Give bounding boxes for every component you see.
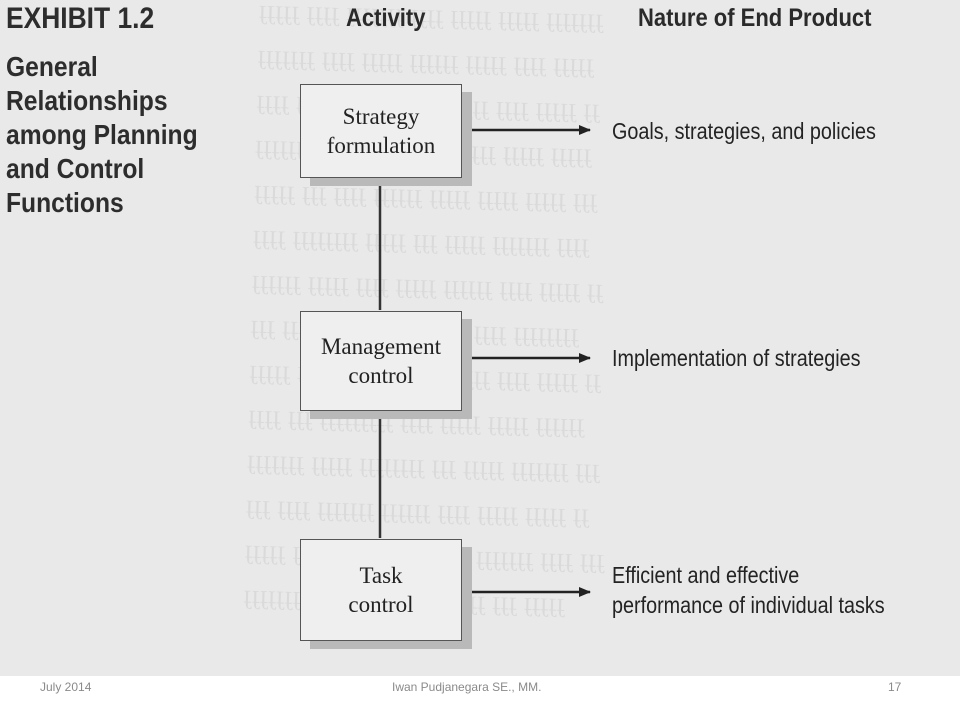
box-label-line: control bbox=[348, 592, 414, 617]
exhibit-title-line: General bbox=[6, 51, 98, 82]
diagram-connectors bbox=[378, 125, 591, 597]
exhibit-title-line: Functions bbox=[6, 187, 124, 218]
box-label-line: Strategy bbox=[342, 104, 420, 129]
box-label-line: Task bbox=[359, 563, 403, 588]
box-label-line: Management bbox=[320, 334, 442, 359]
exhibit-title: EXHIBIT 1.2 General Relationships among … bbox=[6, 2, 226, 220]
activity-column-header: Activity bbox=[346, 4, 426, 32]
task-product: Efficient and effective performance of i… bbox=[612, 560, 885, 620]
task-control-box: Task control bbox=[300, 539, 462, 641]
strategy-formulation-box: Strategy formulation bbox=[300, 84, 462, 178]
box-label-line: formulation bbox=[326, 133, 436, 158]
product-column-header: Nature of End Product bbox=[638, 4, 872, 32]
footer-date: July 2014 bbox=[40, 680, 92, 694]
exhibit-title-line: and Control bbox=[6, 153, 145, 184]
product-line: performance of individual tasks bbox=[612, 592, 885, 618]
product-line: Efficient and effective bbox=[612, 562, 800, 588]
strategy-product: Goals, strategies, and policies bbox=[612, 116, 876, 146]
product-line: Implementation of strategies bbox=[612, 345, 861, 371]
footer-page-number: 17 bbox=[888, 680, 902, 694]
product-line: Goals, strategies, and policies bbox=[612, 118, 876, 144]
footer-author: Iwan Pudjanegara SE., MM. bbox=[392, 680, 542, 694]
exhibit-title-line: Relationships bbox=[6, 85, 168, 116]
box-label-line: control bbox=[348, 363, 414, 388]
exhibit-number: EXHIBIT 1.2 bbox=[6, 2, 155, 35]
management-control-box: Management control bbox=[300, 311, 462, 411]
management-product: Implementation of strategies bbox=[612, 343, 860, 373]
exhibit-title-line: among Planning bbox=[6, 119, 198, 150]
